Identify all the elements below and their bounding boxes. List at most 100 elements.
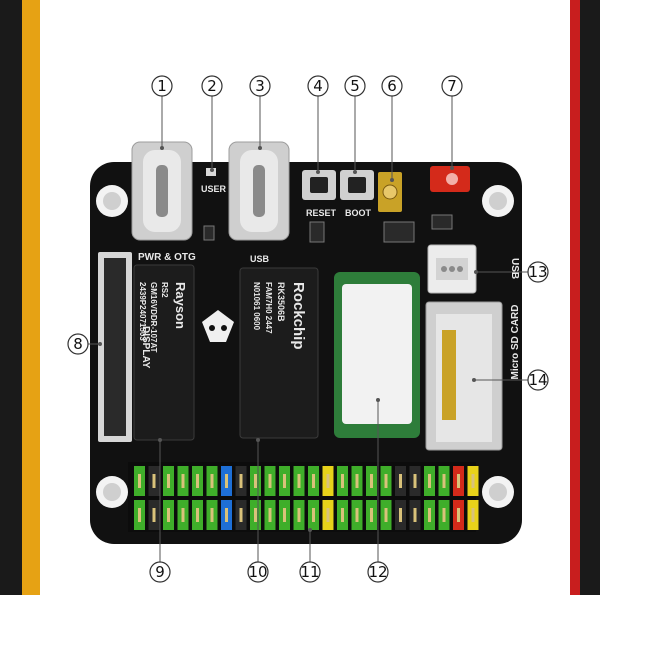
header-pin-metal	[341, 474, 344, 488]
header-pin-metal	[442, 474, 446, 488]
header-pin-metal	[457, 508, 460, 522]
callout-circle	[67, 333, 89, 355]
header-pin-metal	[167, 508, 170, 522]
header-pin-metal	[355, 508, 359, 522]
gpio-header	[128, 462, 479, 532]
callout-circle	[149, 561, 171, 583]
callout-circle	[441, 75, 463, 97]
silk-reset: RESET	[306, 208, 337, 218]
callout-leader-dot	[158, 438, 162, 442]
callout-leader-dot	[353, 170, 357, 174]
header-pin-metal	[370, 508, 373, 522]
ram-chip	[133, 264, 195, 441]
header-pin-metal	[297, 508, 301, 522]
callout-leader-dot	[376, 398, 380, 402]
header-pin-metal	[370, 474, 373, 488]
header-pin-metal	[196, 508, 199, 522]
callout-leader-dot	[258, 146, 262, 150]
header-pin-metal	[312, 508, 315, 522]
silk-display: DISPLAY	[140, 326, 151, 369]
header-pin-metal	[210, 474, 214, 488]
display-connector	[98, 252, 132, 442]
header-pin-metal	[152, 474, 156, 488]
power-indicator	[430, 166, 470, 192]
header-pin-metal	[225, 474, 228, 488]
silk-user: USER	[201, 184, 227, 194]
header-pin-metal	[326, 474, 330, 488]
callout-circle	[527, 261, 549, 283]
usb-jst-connector	[427, 244, 477, 294]
header-pin-metal	[196, 474, 199, 488]
callout-number: 12	[368, 563, 387, 581]
usb-c-port-usb	[228, 141, 290, 241]
header-pin-metal	[268, 474, 272, 488]
user-led	[206, 168, 216, 176]
header-pin-metal	[181, 508, 185, 522]
callout-circle	[249, 75, 271, 97]
usb-c-port-pwr-otg	[131, 141, 193, 241]
callout-circle	[299, 561, 321, 583]
callout-number: 4	[313, 77, 323, 95]
soc-brand: Rockchip	[290, 282, 307, 350]
callout-leader-dot	[210, 168, 214, 172]
callout-leader-dot	[98, 342, 102, 346]
callout-leader-dot	[472, 378, 476, 382]
fox-logo	[202, 310, 234, 342]
header-pin-metal	[283, 508, 286, 522]
smd-components	[203, 214, 453, 243]
header-pin-metal	[399, 508, 402, 522]
callout-leader-dot	[474, 270, 478, 274]
header-pin-metal	[355, 474, 359, 488]
callout-leader-dot	[256, 438, 260, 442]
header-pin-metal	[428, 508, 431, 522]
header-pin-metal	[210, 508, 214, 522]
callout-circle	[247, 561, 269, 583]
callout-number: 14	[528, 371, 547, 389]
wireless-module	[334, 272, 420, 438]
callout-number: 9	[155, 563, 165, 581]
ram-line1: RS2	[160, 282, 169, 298]
callout-circle	[527, 369, 549, 391]
header-pin-metal	[167, 474, 170, 488]
callout-number: 7	[447, 77, 457, 95]
header-pin-metal	[341, 508, 344, 522]
header-pin-metal	[239, 508, 243, 522]
soc-line1: RK3506B	[276, 282, 286, 322]
header-pin-metal	[138, 508, 141, 522]
callout-circle	[381, 75, 403, 97]
callout-number: 13	[528, 263, 547, 281]
callout-circle	[307, 75, 329, 97]
silk-microsd: Micro SD CARD	[510, 304, 521, 379]
header-pin-metal	[413, 474, 417, 488]
header-pin-metal	[254, 474, 257, 488]
callout-leader-dot	[160, 146, 164, 150]
header-pin-metal	[138, 474, 141, 488]
header-pin-metal	[457, 474, 460, 488]
soc-line2: FAM7H0 2447	[264, 282, 273, 334]
header-pin-metal	[268, 508, 272, 522]
callout-number: 1	[157, 77, 167, 95]
callout-number: 8	[73, 335, 83, 353]
callout-leader-dot	[390, 178, 394, 182]
silk-usb-right: USB	[509, 258, 520, 279]
callout-number: 3	[255, 77, 265, 95]
header-pin-metal	[225, 508, 228, 522]
callout-number: 6	[387, 77, 397, 95]
header-pin-metal	[283, 474, 286, 488]
callout-circle	[151, 75, 173, 97]
ram-line3: 2439P24071503	[138, 282, 147, 341]
header-pin-metal	[152, 508, 156, 522]
header-pin-metal	[239, 474, 243, 488]
header-pin-metal	[181, 474, 185, 488]
silk-pwr-otg: PWR & OTG	[138, 252, 196, 263]
callout-number: 2	[207, 77, 217, 95]
header-pin-metal	[413, 508, 417, 522]
ram-brand: Rayson	[173, 282, 188, 329]
microsd-slot	[425, 301, 503, 451]
reset-button	[302, 170, 336, 200]
callout-circle	[344, 75, 366, 97]
header-pin-metal	[326, 508, 330, 522]
callout-leader-dot	[316, 170, 320, 174]
